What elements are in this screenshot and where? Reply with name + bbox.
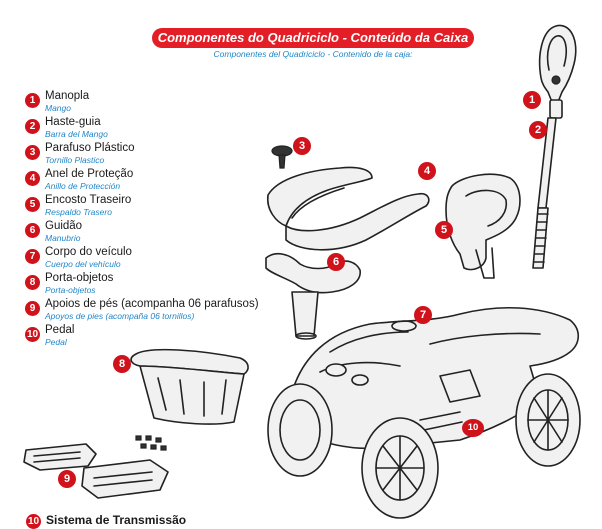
- number-badge: 2: [25, 119, 40, 134]
- component-name-es: Mango: [45, 103, 71, 113]
- component-name-es: Respaldo Trasero: [45, 207, 112, 217]
- component-name-pt: Porta-objetos: [45, 272, 114, 284]
- callout-badge: 6: [327, 253, 345, 271]
- component-item: 6 Guidão Manubrio: [25, 220, 325, 244]
- callout-badge: 7: [414, 306, 432, 324]
- component-name-es: Porta-objetos: [45, 285, 96, 295]
- component-name-pt: Parafuso Plástico: [45, 142, 135, 154]
- handle-grip-drawing: [538, 24, 577, 119]
- component-name-es: Apoyos de pies (acompaña 06 tornillos): [45, 311, 195, 321]
- component-item: 10 Pedal Pedal: [25, 324, 325, 348]
- number-badge: 4: [25, 171, 40, 186]
- protection-ring-drawing: [266, 166, 430, 251]
- component-name-es: Cuerpo del vehículo: [45, 259, 121, 269]
- callout-badge: 8: [113, 355, 131, 373]
- wheels-drawing: [267, 373, 581, 519]
- component-item: 7 Corpo do veículo Cuerpo del vehículo: [25, 246, 325, 270]
- component-item: 2 Haste-guia Barra del Mango: [25, 116, 325, 140]
- component-name-pt: Haste-guia: [45, 116, 101, 128]
- number-badge: 8: [25, 275, 40, 290]
- component-name-es: Barra del Mango: [45, 129, 108, 139]
- component-name-pt: Encosto Traseiro: [45, 194, 132, 206]
- quad-body-drawing: [289, 307, 580, 450]
- handlebar-drawing: [265, 252, 361, 340]
- component-name-es: Tornillo Plastico: [45, 155, 105, 165]
- component-name-pt: Apoios de pés (acompanha 06 parafusos): [45, 298, 259, 310]
- number-badge: 3: [25, 145, 40, 160]
- footrests-drawing: [23, 435, 169, 499]
- component-item: 5 Encosto Traseiro Respaldo Trasero: [25, 194, 325, 218]
- component-item: 3 Parafuso Plástico Tornillo Plastico: [25, 142, 325, 166]
- callout-badge: 3: [293, 137, 311, 155]
- rear-backrest-drawing: [445, 173, 521, 279]
- number-badge: 5: [25, 197, 40, 212]
- storage-basket-drawing: [130, 348, 249, 425]
- number-badge: 10: [26, 514, 41, 529]
- number-badge: 6: [25, 223, 40, 238]
- component-name-pt: Guidão: [45, 220, 83, 232]
- component-item: 4 Anel de Proteção Anillo de Protección: [25, 168, 325, 192]
- component-name-es: Pedal: [45, 337, 67, 347]
- component-name-pt: Manopla: [45, 90, 90, 102]
- callout-badge: 4: [418, 162, 436, 180]
- callout-badge: 9: [58, 470, 76, 488]
- callout-badge: 1: [523, 91, 541, 109]
- callout-badge: 10: [462, 419, 484, 437]
- component-item: 1 Manopla Mango: [25, 90, 325, 114]
- page-subtitle: Componentes del Quadriciclo - Contenido …: [213, 49, 413, 59]
- callout-badge: 2: [529, 121, 547, 139]
- page-title: Componentes do Quadriciclo - Conteúdo da…: [152, 28, 474, 48]
- number-badge: 9: [25, 301, 40, 316]
- component-name-es: Manubrio: [45, 233, 81, 243]
- component-item: 8 Porta-objetos Porta-objetos: [25, 272, 325, 296]
- component-name-pt: Corpo do veículo: [45, 246, 132, 258]
- component-item: 9 Apoios de pés (acompanha 06 parafusos)…: [25, 298, 325, 322]
- component-name-es: Anillo de Protección: [45, 181, 121, 191]
- number-badge: 1: [25, 93, 40, 108]
- section-heading-label: Sistema de Transmissão: [46, 513, 187, 527]
- callout-badge: 5: [435, 221, 453, 239]
- component-name-pt: Pedal: [45, 324, 75, 336]
- number-badge: 10: [25, 327, 40, 342]
- number-badge: 7: [25, 249, 40, 264]
- plastic-screw-drawing: [271, 145, 293, 169]
- guide-pole-drawing: [532, 117, 557, 269]
- component-name-pt: Anel de Proteção: [45, 168, 134, 180]
